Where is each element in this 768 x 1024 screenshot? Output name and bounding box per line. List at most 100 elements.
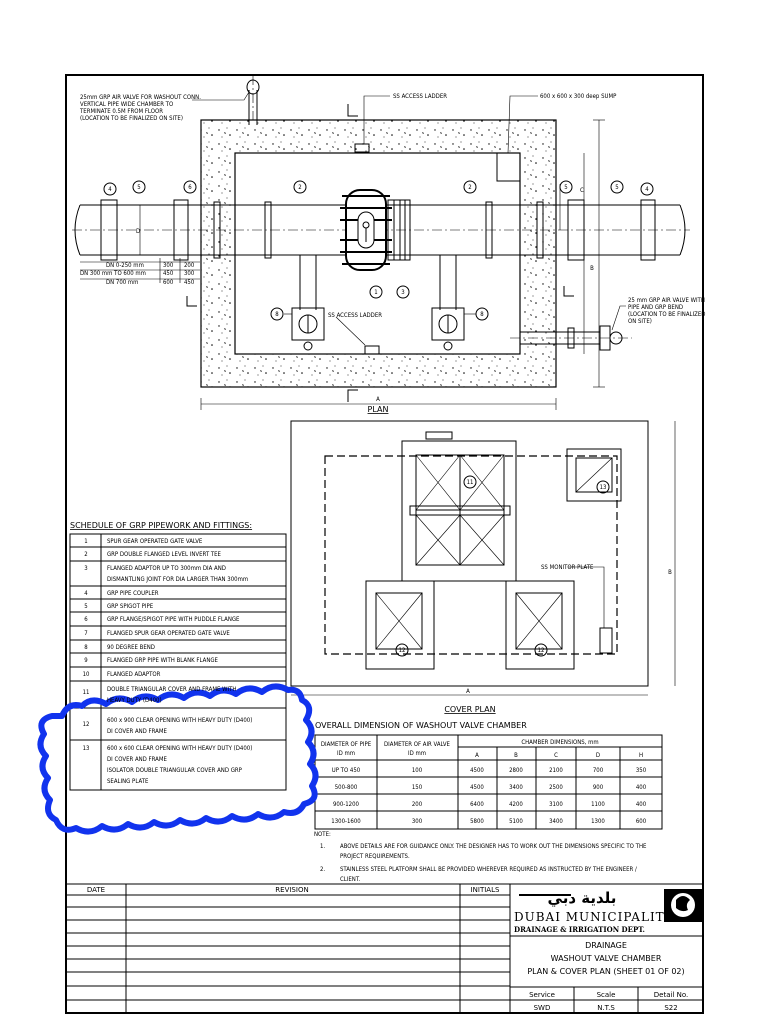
svg-text:4200: 4200: [509, 801, 523, 808]
svg-text:CHAMBER DIMENSIONS, mm: CHAMBER DIMENSIONS, mm: [521, 739, 598, 746]
tb-drawing-title-2: WASHOUT VALVE CHAMBER: [551, 954, 662, 963]
svg-text:GRP FLANGE/SPIGOT PIPE WITH PU: GRP FLANGE/SPIGOT PIPE WITH PUDDLE FLANG…: [107, 616, 240, 623]
svg-text:GRP SPIGOT PIPE: GRP SPIGOT PIPE: [107, 603, 154, 610]
svg-text:1.: 1.: [320, 843, 325, 850]
svg-text:8: 8: [275, 311, 279, 318]
svg-text:D: D: [596, 752, 600, 759]
cover-600x600: [566, 448, 622, 502]
air-valve-right-note-2: PIPE AND GRP BEND: [628, 304, 683, 311]
chamber-outline-dashed: [324, 455, 618, 655]
svg-text:GRP PIPE COUPLER: GRP PIPE COUPLER: [107, 590, 159, 597]
dim-row-1-a: 300: [163, 262, 174, 269]
branch-pipes: [291, 255, 465, 351]
tb-revision-header: REVISION: [275, 886, 308, 894]
svg-text:2800: 2800: [509, 767, 523, 774]
gate-valve: [340, 189, 411, 271]
title-block-grid: [65, 883, 704, 1014]
svg-text:5: 5: [84, 603, 87, 610]
svg-text:CLIENT.: CLIENT.: [340, 876, 360, 883]
svg-text:500-800: 500-800: [335, 784, 358, 791]
cover-plan-view: [290, 420, 676, 696]
svg-text:8: 8: [84, 644, 88, 651]
cover-plan-title: COVER PLAN: [444, 705, 495, 714]
svg-text:4500: 4500: [470, 784, 484, 791]
svg-text:12: 12: [538, 647, 545, 654]
dim-row-2-a: 450: [163, 270, 174, 277]
pipe-fittings: [100, 199, 656, 261]
svg-text:6: 6: [84, 616, 88, 623]
svg-text:3: 3: [84, 565, 87, 572]
access-ladder-top: [354, 143, 370, 153]
svg-text:600: 600: [636, 818, 647, 825]
svg-text:DIAMETER OF AIR VALVE: DIAMETER OF AIR VALVE: [384, 741, 451, 748]
svg-text:12: 12: [399, 647, 406, 654]
svg-text:13: 13: [600, 484, 607, 491]
air-valve-note-4: (LOCATION TO BE FINALIZED ON SITE): [80, 115, 183, 122]
svg-text:5: 5: [564, 184, 567, 191]
leader-lines: [192, 91, 626, 346]
svg-text:5: 5: [137, 184, 140, 191]
svg-text:1: 1: [374, 289, 377, 296]
svg-text:1300-1600: 1300-1600: [331, 818, 361, 825]
dim-row-3-b: 450: [184, 279, 195, 286]
dim-row-1-b: 200: [184, 262, 195, 269]
plan-bubble-numbers: 4 5 6 2 2 5 5 4 1 3 8 8: [108, 184, 649, 318]
svg-text:ID mm: ID mm: [408, 750, 426, 757]
tb-detail-value: S22: [664, 1004, 677, 1012]
svg-text:100: 100: [412, 767, 423, 774]
svg-text:7: 7: [84, 630, 87, 637]
dim-row-3-a: 600: [163, 279, 174, 286]
access-ladder-top-label: SS ACCESS LADDER: [393, 93, 447, 100]
callout-bubbles: [103, 180, 654, 321]
air-valve-note-1: 25mm GRP AIR VALVE FOR WASHOUT CONN.: [80, 94, 201, 101]
dim-row-3-label: DN 700 mm: [106, 279, 138, 286]
air-valve-note-2: VERTICAL PIPE WIDE CHAMBER TO: [80, 101, 173, 108]
air-valve-right-note-4: ON SITE): [628, 318, 652, 325]
svg-text:13: 13: [83, 745, 90, 752]
svg-text:ABOVE DETAILS ARE FOR GUIDANCE: ABOVE DETAILS ARE FOR GUIDANCE ONLY. THE…: [340, 843, 647, 850]
tb-dept-name: DRAINAGE & IRRIGATION DEPT.: [514, 925, 645, 934]
plan-dim-d: D: [136, 228, 140, 235]
svg-text:12: 12: [83, 721, 90, 728]
svg-text:FLANGED SPUR GEAR OPERATED GAT: FLANGED SPUR GEAR OPERATED GATE VALVE: [107, 630, 230, 637]
svg-text:A: A: [475, 752, 479, 759]
svg-text:5800: 5800: [470, 818, 484, 825]
tb-service-value: SWD: [534, 1004, 551, 1012]
air-valve-right-note-1: 25 mm GRP AIR VALVE WITH: [628, 297, 705, 304]
access-ladder-bottom-label: SS ACCESS LADDER: [328, 312, 382, 319]
tb-drawing-title-1: DRAINAGE: [585, 941, 627, 950]
revision-cloud-markup: [37, 683, 319, 835]
air-valve-right-note-3: (LOCATION TO BE FINALIZED: [628, 311, 705, 318]
air-valve-note-3: TERMINATE 0.5M FROM FLOOR: [79, 108, 163, 115]
schedule-title: SCHEDULE OF GRP PIPEWORK AND FITTINGS:: [70, 521, 252, 530]
svg-text:H: H: [639, 752, 643, 759]
dimension-lines: [80, 119, 605, 410]
cover-plan-bubble-numbers: 11 13 12 12: [399, 479, 607, 654]
svg-text:FLANGED ADAPTOR UP TO 300mm DI: FLANGED ADAPTOR UP TO 300mm DIA AND: [107, 565, 226, 572]
svg-text:1100: 1100: [591, 801, 605, 808]
tb-scale-value: N.T.S: [597, 1004, 615, 1012]
svg-text:DIAMETER OF PIPE: DIAMETER OF PIPE: [321, 741, 372, 748]
dim-row-2-b: 300: [184, 270, 195, 277]
sump-box: [496, 152, 521, 182]
tb-scale-label: Scale: [597, 991, 616, 999]
svg-text:1: 1: [84, 538, 87, 545]
svg-text:150: 150: [412, 784, 423, 791]
notes: NOTE: 1. ABOVE DETAILS ARE FOR GUIDANCE …: [314, 831, 647, 883]
svg-text:2: 2: [298, 184, 301, 191]
tb-initials-header: INITIALS: [471, 886, 500, 894]
tb-service-label: Service: [529, 991, 555, 999]
svg-text:300: 300: [412, 818, 423, 825]
air-valve-right: [510, 325, 632, 351]
svg-text:5100: 5100: [509, 818, 523, 825]
dimension-table-head: DIAMETER OF PIPE ID mm DIAMETER OF AIR V…: [321, 739, 643, 759]
section-marks: [186, 104, 574, 402]
svg-text:900-1200: 900-1200: [333, 801, 360, 808]
svg-text:350: 350: [636, 767, 647, 774]
tb-drawing-title-3: PLAN & COVER PLAN (SHEET 01 OF 02): [527, 967, 684, 976]
svg-text:900: 900: [593, 784, 604, 791]
svg-text:PROJECT REQUIREMENTS.: PROJECT REQUIREMENTS.: [340, 853, 410, 860]
svg-text:9: 9: [84, 657, 88, 664]
cover-dim-b: B: [668, 569, 672, 576]
